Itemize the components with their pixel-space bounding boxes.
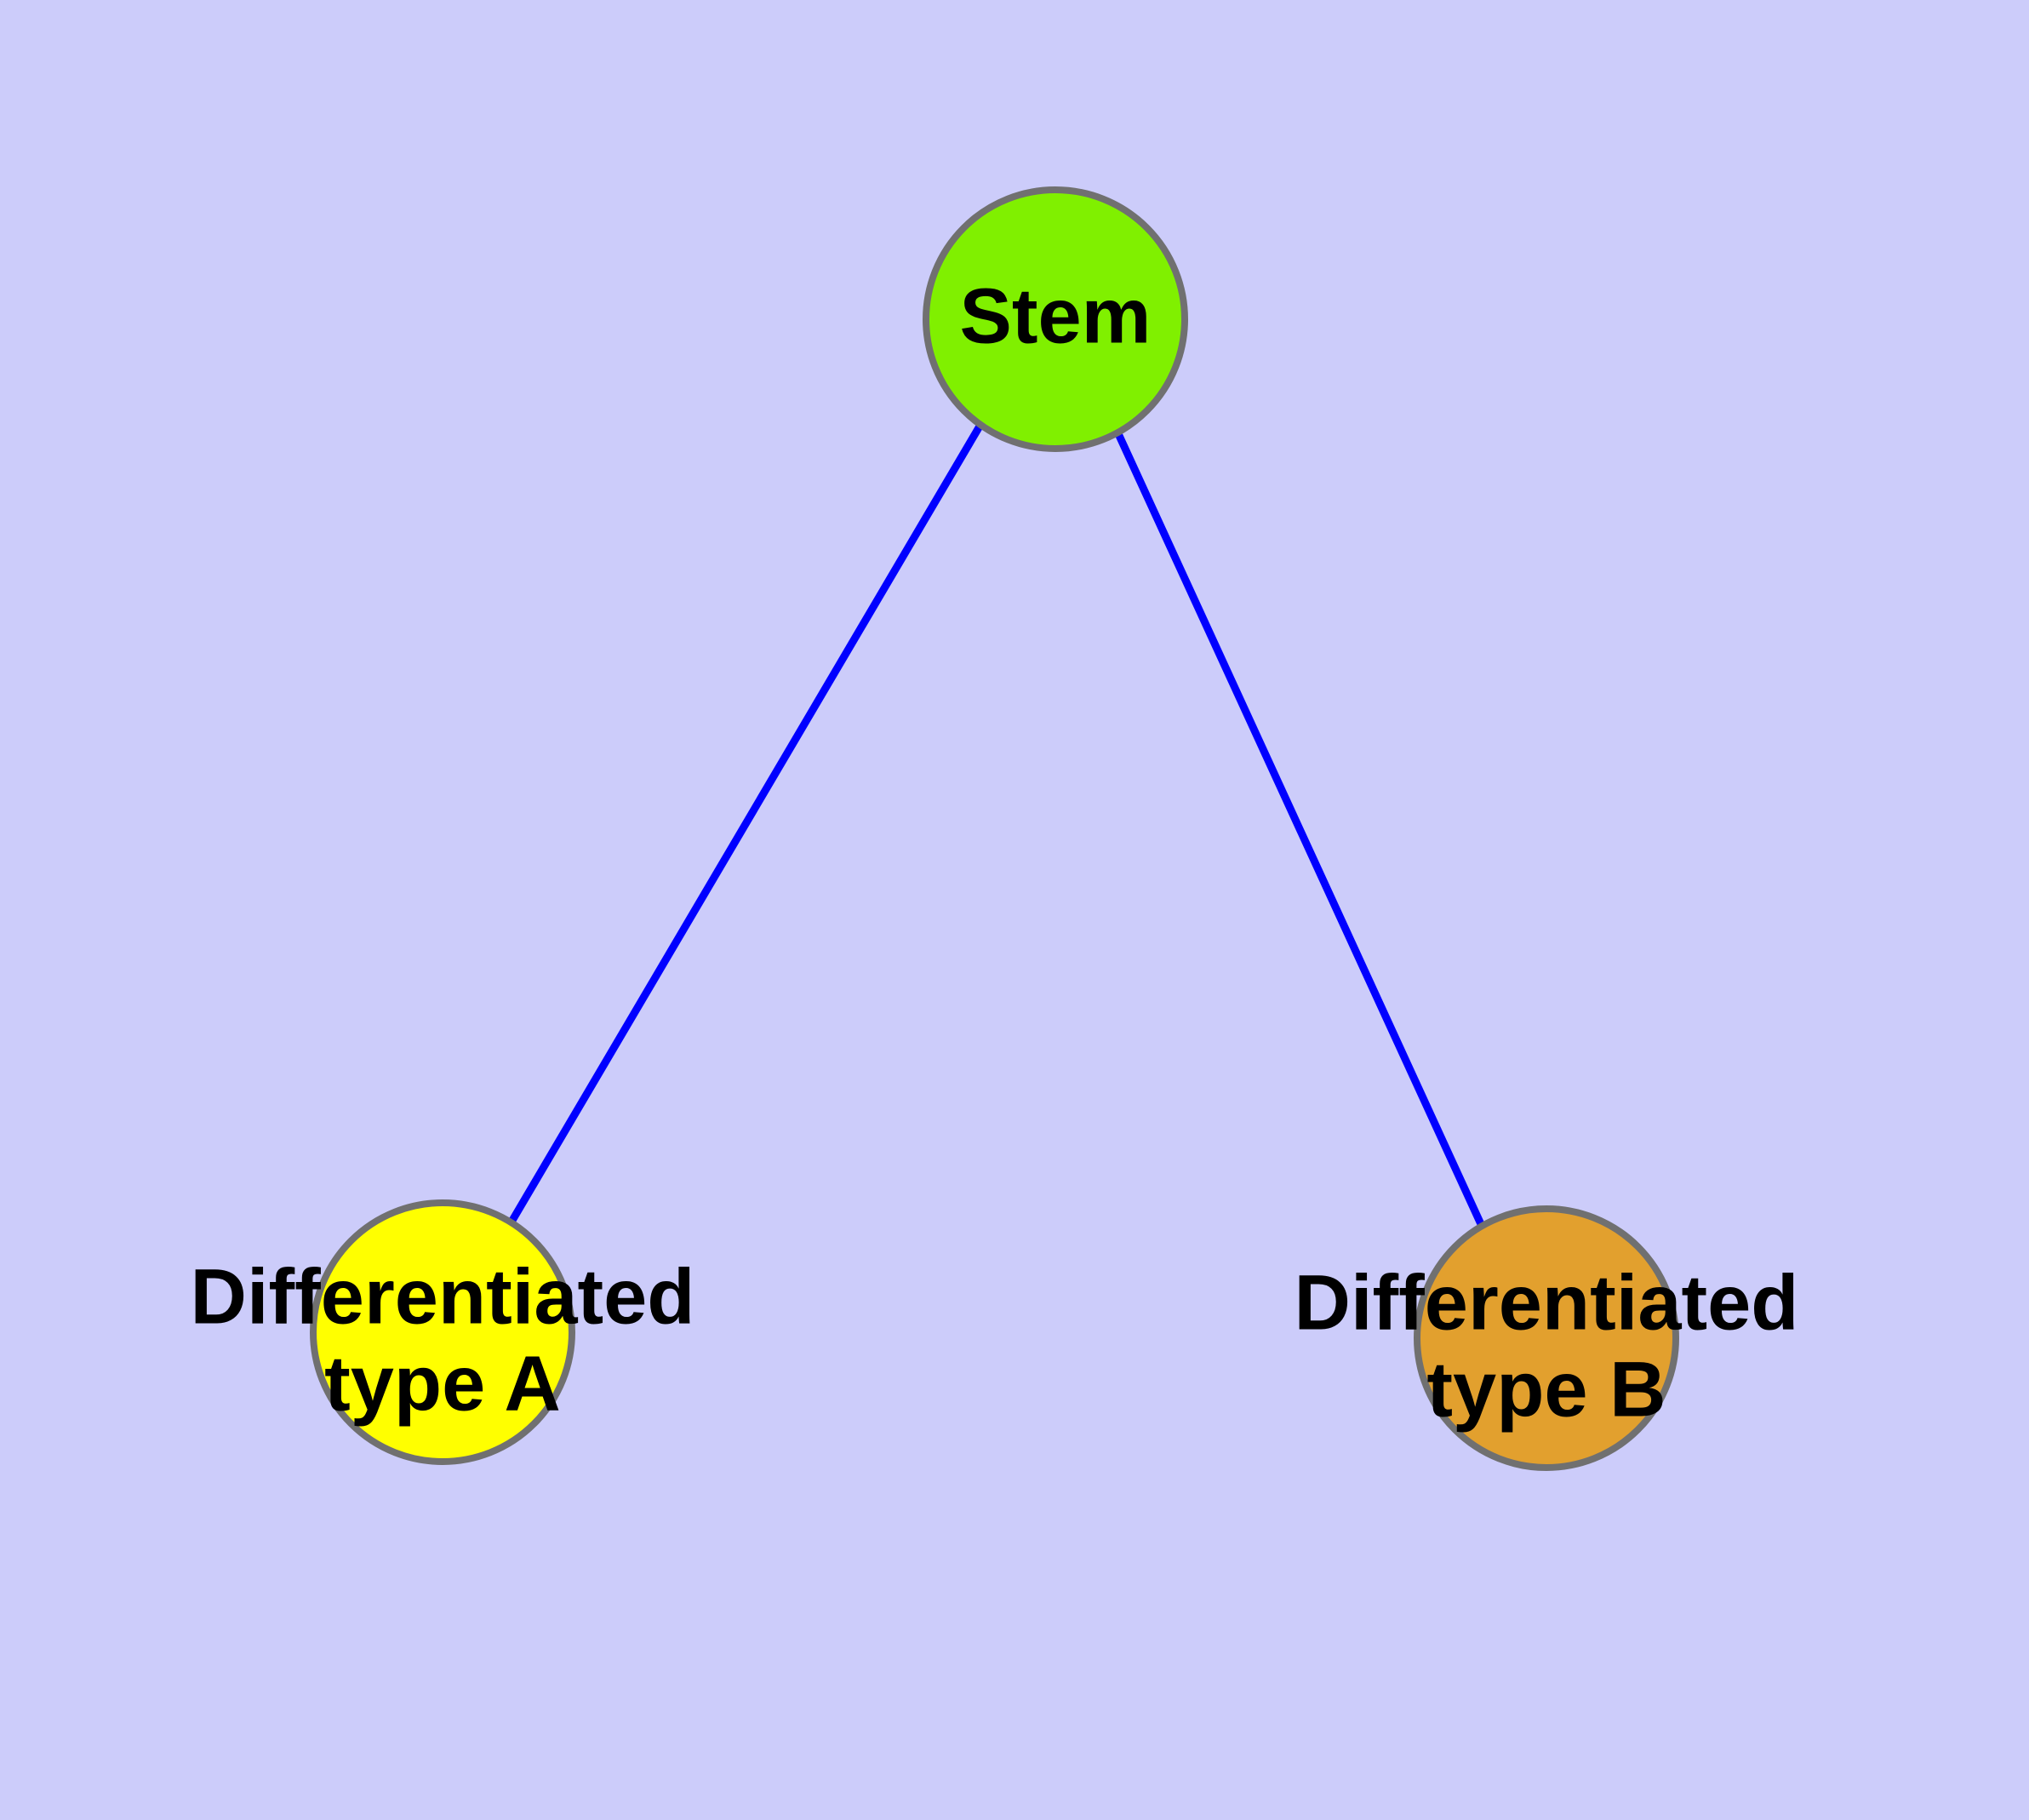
node-diff-a-circle[interactable] [310,1199,575,1465]
edge-stem-to-diff-a [507,422,984,1226]
node-diff-b-label-line1: Differentiated [1295,1259,1799,1346]
edges-group [507,422,1485,1226]
node-diff-b[interactable] [1414,1205,1679,1471]
node-stem-circle[interactable] [923,186,1188,452]
node-stem-label: Stem [960,272,1152,359]
node-stem[interactable] [923,186,1188,452]
edge-stem-to-diff-b [1112,426,1485,1226]
node-diff-a-label-line1: Differentiated [191,1253,695,1340]
node-diff-b-label-line2: type B [1426,1346,1666,1433]
node-diff-a[interactable] [310,1199,575,1465]
node-diff-b-circle[interactable] [1414,1205,1679,1471]
node-diff-a-label-line2: type A [324,1340,561,1427]
node-labels-group: Stem Differentiated type A Differentiate… [191,272,1799,1433]
nodes-group [310,186,1679,1471]
